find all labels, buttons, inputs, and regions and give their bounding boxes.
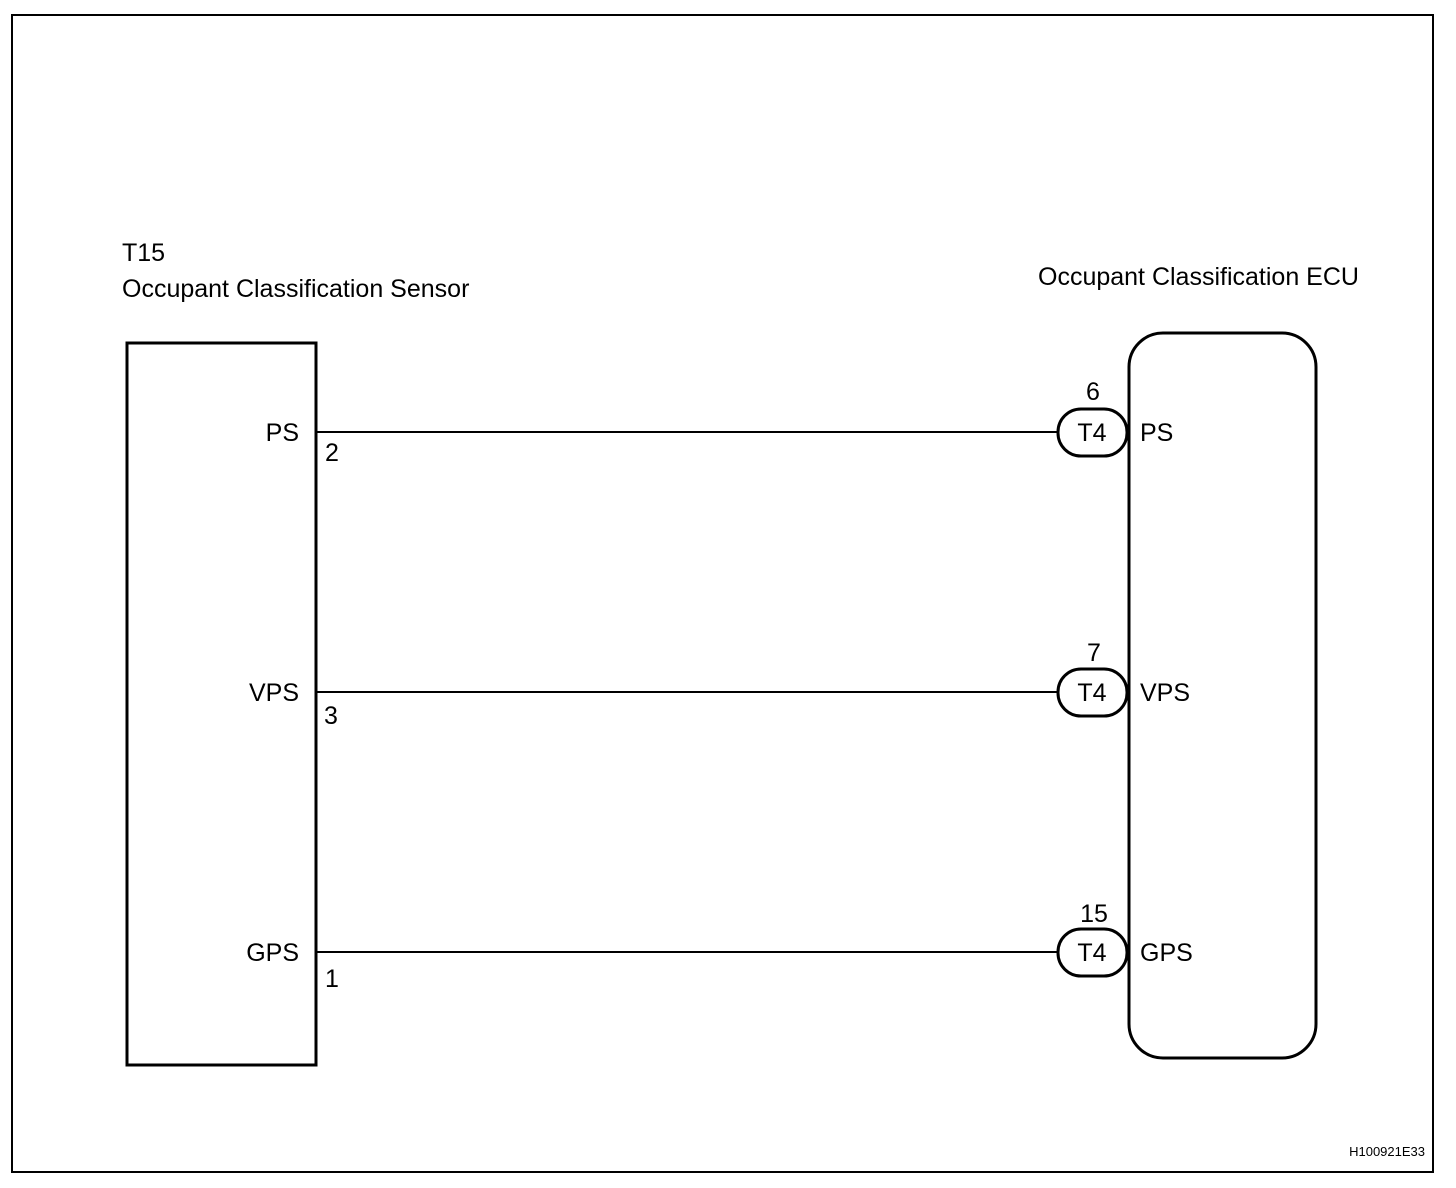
circuit-gps: GPS 1 15 T4 GPS bbox=[246, 900, 1193, 993]
ecu-connector-label-vps: T4 bbox=[1077, 679, 1106, 707]
ecu-connector-label-gps: T4 bbox=[1077, 939, 1106, 967]
sensor-code-label: T15 bbox=[122, 239, 165, 267]
ecu-name-label: Occupant Classification ECU bbox=[1038, 263, 1359, 291]
sensor-name-label: Occupant Classification Sensor bbox=[122, 275, 469, 303]
sensor-terminal-label-gps: GPS bbox=[246, 939, 299, 967]
ecu-pin-number-gps: 15 bbox=[1080, 900, 1108, 928]
sensor-terminal-label-ps: PS bbox=[266, 419, 299, 447]
sensor-pin-number-gps: 1 bbox=[325, 965, 339, 993]
ecu-connector-label-ps: T4 bbox=[1077, 419, 1106, 447]
ecu-connector-pill-gps bbox=[1056, 927, 1129, 978]
sensor-pin-number-vps: 3 bbox=[324, 702, 338, 730]
ecu-box bbox=[1127, 331, 1318, 1060]
sensor-pin-number-ps: 2 bbox=[325, 439, 339, 467]
ecu-terminal-label-gps: GPS bbox=[1140, 939, 1193, 967]
ecu-terminal-label-ps: PS bbox=[1140, 419, 1173, 447]
circuit-vps: VPS 3 7 T4 VPS bbox=[249, 639, 1190, 730]
ecu-connector-pill-vps bbox=[1056, 667, 1129, 718]
figure-code-label: H100921E33 bbox=[1349, 1144, 1425, 1159]
ecu-connector-pill-ps bbox=[1056, 407, 1129, 458]
ecu-terminal-label-vps: VPS bbox=[1140, 679, 1190, 707]
diagram-frame bbox=[11, 14, 1434, 1173]
circuit-ps: PS 2 6 T4 PS bbox=[266, 378, 1174, 467]
sensor-terminal-label-vps: VPS bbox=[249, 679, 299, 707]
ecu-pin-number-vps: 7 bbox=[1087, 639, 1101, 667]
ecu-pin-number-ps: 6 bbox=[1086, 378, 1100, 406]
sensor-box bbox=[125, 341, 318, 1067]
